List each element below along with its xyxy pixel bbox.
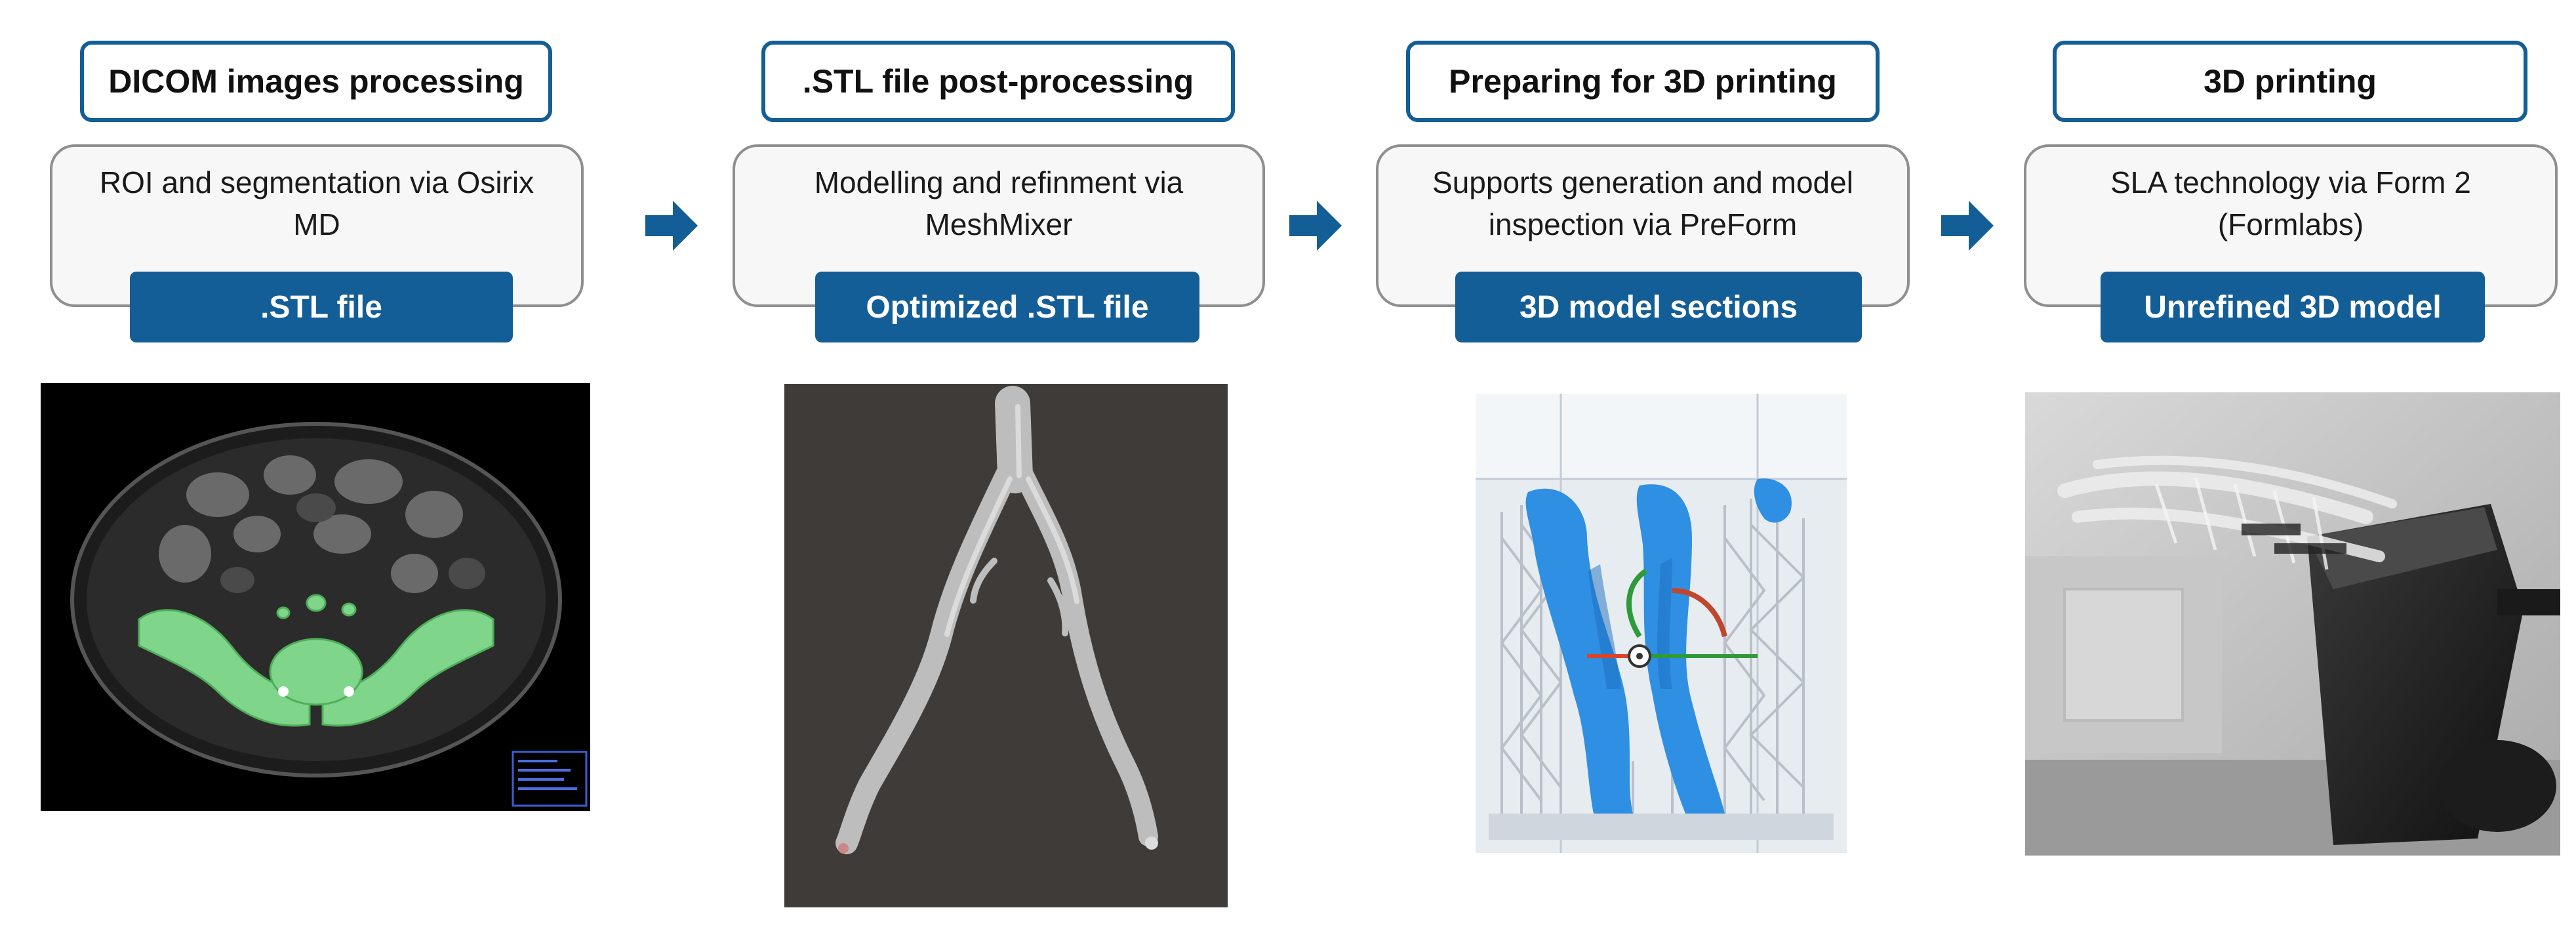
ct-scan-segmentation-image bbox=[41, 383, 590, 811]
arrow-right-icon bbox=[1289, 201, 1342, 251]
stage-4-title: 3D printing bbox=[2053, 41, 2527, 122]
stage-1-title: DICOM images processing bbox=[80, 41, 552, 122]
mesh-model-render-image bbox=[784, 384, 1228, 907]
preform-supports-image bbox=[1476, 394, 1847, 853]
arrow-right-icon bbox=[1941, 201, 1994, 251]
stage-3-title: Preparing for 3D printing bbox=[1406, 41, 1880, 122]
stage-3-output-badge: 3D model sections bbox=[1455, 272, 1862, 342]
arrow-right-icon bbox=[645, 201, 698, 251]
stage-1-output-badge: .STL file bbox=[130, 272, 513, 342]
stage-2-title: .STL file post-processing bbox=[761, 41, 1235, 122]
printed-model-photo bbox=[2025, 392, 2560, 856]
stage-4-output-badge: Unrefined 3D model bbox=[2101, 272, 2485, 342]
stage-2-output-badge: Optimized .STL file bbox=[815, 272, 1199, 342]
